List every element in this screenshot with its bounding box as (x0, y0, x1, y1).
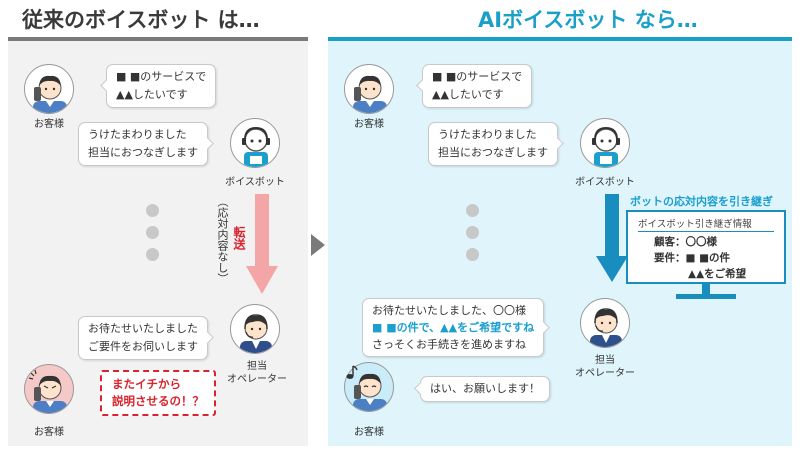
handover-info-header: ボイスボット引き継ぎ情報 (638, 216, 774, 232)
customer-avatar (344, 64, 394, 114)
customer-message-bubble: ■ ■のサービスで ▲▲したいです (416, 64, 533, 108)
operator-message-bubble: お待たせいたしました ご要件をお伺いします (78, 316, 214, 360)
voicebot-label: ボイスボット (575, 177, 635, 188)
ellipsis-dot (146, 204, 159, 217)
ellipsis-dot (466, 226, 479, 239)
transfer-note: （応対内容なし） (216, 196, 229, 284)
operator-label: 担当 オペレーター (227, 361, 287, 385)
angry-customer-label: お客様 (34, 427, 64, 438)
voicebot-avatar (580, 118, 630, 168)
left-title: 従来のボイスボット は… (22, 8, 260, 32)
ellipsis-dot (146, 226, 159, 239)
right-title-underline (328, 37, 792, 41)
operator-avatar (580, 298, 630, 348)
transfer-arrow-icon (246, 194, 278, 294)
customer-message-bubble: ■ ■のサービスで ▲▲したいです (100, 64, 217, 108)
ellipsis-dot (466, 248, 479, 261)
right-title: AIボイスボット なら… (478, 8, 698, 32)
handover-arrow-icon (596, 194, 628, 282)
handover-title: ボットの応対内容を引き継ぎ (630, 195, 773, 208)
ellipsis-dot (146, 248, 159, 261)
customer-avatar (24, 64, 74, 114)
handover-customer-row: 顧客：〇〇様 (654, 236, 717, 248)
customer-label: お客様 (34, 119, 64, 130)
angry-customer-avatar (24, 364, 74, 414)
bot-message-bubble: うけたまわりました 担当におつなぎします (428, 122, 564, 166)
operator-label: 担当 オペレーター (575, 355, 635, 379)
customer-reply-bubble: はい、お願いします！ (414, 376, 550, 402)
customer-label: お客様 (354, 119, 384, 130)
bot-message-bubble: うけたまわりました 担当におつなぎします (78, 122, 214, 166)
transfer-label: 転送 (232, 226, 246, 250)
complaint-bubble: またイチから 説明させるの！？ (100, 370, 216, 416)
music-note-icon (346, 365, 358, 379)
monitor-stand-icon (676, 284, 736, 299)
flow-arrow-icon (311, 234, 325, 256)
ellipsis-dot (466, 204, 479, 217)
handover-info-monitor: ボイスボット引き継ぎ情報 顧客：〇〇様 要件：■ ■の件 ▲▲をご希望 (626, 210, 786, 284)
voicebot-avatar (230, 118, 280, 168)
operator-avatar (230, 304, 280, 354)
handover-requirement-row: 要件：■ ■の件 (654, 252, 730, 264)
voicebot-label: ボイスボット (225, 177, 285, 188)
operator-message-bubble: お待たせいたしました、〇〇様 ■ ■の件で、▲▲をご希望ですね さっそくお手続き… (362, 298, 550, 357)
happy-customer-label: お客様 (354, 427, 384, 438)
left-title-underline (8, 37, 308, 41)
handover-requirement-row-2: ▲▲をご希望 (688, 268, 747, 280)
happy-customer-avatar (344, 362, 394, 412)
